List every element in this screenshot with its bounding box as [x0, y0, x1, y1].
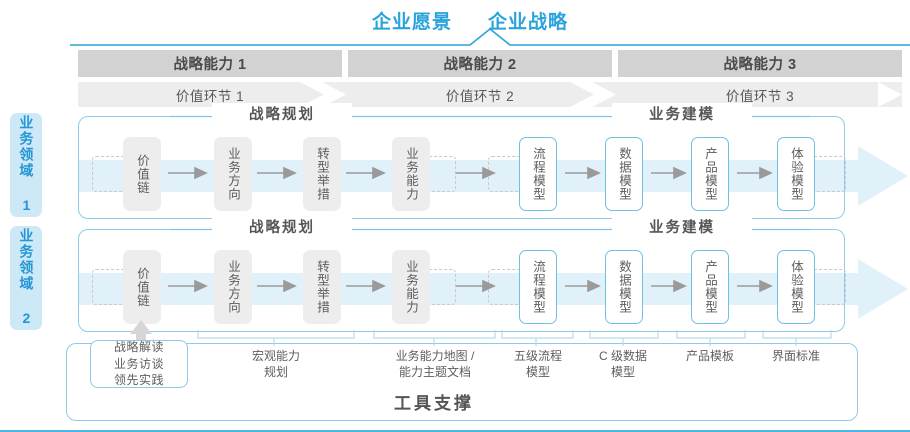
tool-label-1-line2: 规划 — [263, 364, 288, 379]
vision-title: 企业愿景 — [372, 12, 453, 33]
row-2-node-data-model[interactable]: 数据模型 — [605, 250, 643, 324]
value-chain-label-1[interactable]: 价值环节 1 — [175, 88, 245, 104]
tool-label-5[interactable]: 产品模板 — [672, 349, 748, 365]
sidebar-item-domain-1[interactable]: 业务领域 1 — [10, 113, 42, 217]
row-2-node-data-model-label: 数据模型 — [617, 260, 631, 314]
row-1-arrow-2 — [257, 166, 297, 180]
value-chain-label-2[interactable]: 价值环节 2 — [445, 88, 515, 104]
row-1-node-process-model[interactable]: 流程模型 — [519, 137, 557, 211]
tool-bracket-1 — [197, 330, 355, 346]
row-2-node-process-model[interactable]: 流程模型 — [519, 250, 557, 324]
capability-bar-1[interactable]: 战略能力 1 — [78, 50, 342, 77]
row-2-node-business-capability-label: 业务能力 — [404, 260, 418, 314]
row-2-node-product-model[interactable]: 产品模型 — [691, 250, 729, 324]
row-1-arrow-5 — [565, 166, 601, 180]
value-chain-notch-2 — [570, 82, 616, 107]
row-1-arrow-3 — [346, 166, 386, 180]
row-1-node-product-model-label: 产品模型 — [703, 147, 717, 201]
row-2-node-business-direction-label: 业务方向 — [226, 260, 240, 314]
row-1-node-experience-model[interactable]: 体验模型 — [777, 137, 815, 211]
sidebar-item-domain-1-label: 业务领域 1 — [18, 115, 35, 215]
row-1-modeling-title: 业务建模 — [612, 103, 752, 124]
row-1-arrow-4 — [456, 166, 496, 180]
sidebar-item-domain-2[interactable]: 业务领域 2 — [10, 226, 42, 330]
row-2-node-business-direction[interactable]: 业务方向 — [214, 250, 252, 324]
row-2-planning-title: 战略规划 — [212, 216, 352, 237]
row-2-node-value-chain-label: 价值链 — [135, 266, 149, 308]
tool-support-up-arrow — [130, 320, 152, 350]
tool-label-6[interactable]: 界面标准 — [758, 349, 834, 365]
row-2-arrow-1 — [168, 279, 208, 293]
row-1-node-business-capability[interactable]: 业务能力 — [392, 137, 430, 211]
row-1-node-transformation-measures[interactable]: 转型举措 — [303, 137, 341, 211]
row-1-arrow-1 — [168, 166, 208, 180]
tool-support-title: 工具支撑 — [394, 394, 474, 413]
sidebar-item-domain-2-label: 业务领域 2 — [18, 228, 35, 328]
tool-label-6-line1: 界面标准 — [771, 349, 820, 363]
row-2-node-value-chain[interactable]: 价值链 — [123, 250, 161, 324]
row-1-node-transformation-measures-label: 转型举措 — [315, 147, 329, 201]
tool-support-container — [66, 343, 858, 421]
tool-label-4-line2: 模型 — [610, 364, 635, 379]
row-1-node-business-direction[interactable]: 业务方向 — [214, 137, 252, 211]
tool-box-line-3: 领先实践 — [113, 373, 164, 388]
tool-bracket-5 — [676, 330, 746, 346]
row-1-node-data-model[interactable]: 数据模型 — [605, 137, 643, 211]
row-2-modeling-title: 业务建模 — [612, 216, 752, 237]
tool-label-4[interactable]: C 级数据 模型 — [585, 349, 661, 380]
row-1-ghost-end — [810, 156, 846, 192]
row-1-node-data-model-label: 数据模型 — [617, 147, 631, 201]
row-2-node-transformation-measures[interactable]: 转型举措 — [303, 250, 341, 324]
row-1-node-process-model-label: 流程模型 — [531, 147, 545, 201]
value-chain-end-notch — [878, 82, 902, 107]
tool-box-line-2: 业务访谈 — [113, 356, 164, 371]
value-chain-label-3[interactable]: 价值环节 3 — [725, 88, 795, 104]
tool-bracket-4 — [589, 330, 659, 346]
capability-bar-2[interactable]: 战略能力 2 — [348, 50, 612, 77]
row-2-arrow-7 — [737, 279, 773, 293]
row-2-arrow-5 — [565, 279, 601, 293]
tool-label-2-line2: 能力主题文档 — [398, 364, 471, 379]
row-1-node-value-chain[interactable]: 价值链 — [123, 137, 161, 211]
value-chain-band — [78, 82, 902, 107]
row-2-node-experience-model-label: 体验模型 — [789, 260, 803, 314]
row-2-node-business-capability[interactable]: 业务能力 — [392, 250, 430, 324]
row-1-arrow-7 — [737, 166, 773, 180]
row-1-node-product-model[interactable]: 产品模型 — [691, 137, 729, 211]
tool-box-line-1: 战略解读 — [113, 340, 164, 355]
row-1-planning-title: 战略规划 — [212, 103, 352, 124]
row-2-arrow-3 — [346, 279, 386, 293]
tool-bracket-2 — [373, 330, 496, 346]
row-2-node-process-model-label: 流程模型 — [531, 260, 545, 314]
row-2-arrow-6 — [651, 279, 687, 293]
row-2-node-transformation-measures-label: 转型举措 — [315, 260, 329, 314]
row-2-arrow-4 — [456, 279, 496, 293]
tool-label-3-line1: 五级流程 — [513, 349, 562, 363]
row-2-ghost-end — [810, 269, 846, 305]
row-1-node-value-chain-label: 价值链 — [135, 153, 149, 195]
row-1-node-business-direction-label: 业务方向 — [226, 147, 240, 201]
value-chain-notch-1 — [300, 82, 346, 107]
tool-label-2[interactable]: 业务能力地图 / 能力主题文档 — [360, 349, 510, 380]
tool-label-5-line1: 产品模板 — [685, 349, 734, 363]
tool-bracket-6 — [762, 330, 832, 346]
row-1-node-experience-model-label: 体验模型 — [789, 147, 803, 201]
tool-bracket-3 — [501, 330, 574, 346]
tool-label-4-line1: C 级数据 — [598, 349, 647, 363]
tool-label-1[interactable]: 宏观能力 规划 — [214, 349, 338, 380]
row-1-node-business-capability-label: 业务能力 — [404, 147, 418, 201]
tool-label-3-line2: 模型 — [525, 364, 550, 379]
row-1-arrow-6 — [651, 166, 687, 180]
tool-label-3[interactable]: 五级流程 模型 — [500, 349, 576, 380]
row-2-node-product-model-label: 产品模型 — [703, 260, 717, 314]
tool-label-1-line1: 宏观能力 — [251, 349, 300, 363]
strategy-title: 企业战略 — [488, 12, 569, 33]
bottom-accent-rule — [0, 430, 910, 432]
row-2-arrow-2 — [257, 279, 297, 293]
tool-label-2-line1: 业务能力地图 / — [395, 349, 475, 363]
capability-bar-3[interactable]: 战略能力 3 — [618, 50, 902, 77]
row-2-node-experience-model[interactable]: 体验模型 — [777, 250, 815, 324]
tool-box-strategy-interpretation[interactable]: 战略解读 业务访谈 领先实践 — [90, 340, 188, 388]
